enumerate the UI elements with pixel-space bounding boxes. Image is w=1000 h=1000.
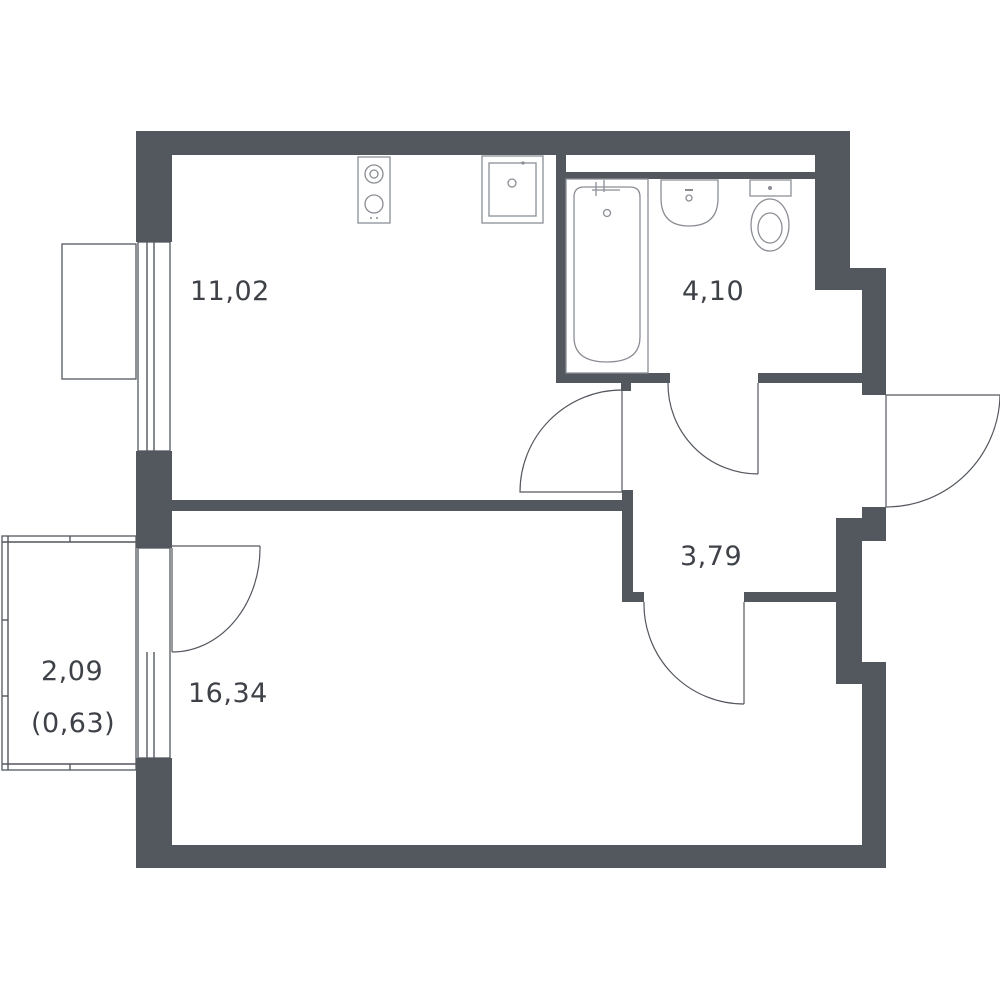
wall-bath-door-jamb bbox=[621, 373, 631, 391]
wall-bath-top-cap bbox=[826, 155, 850, 179]
wall-left-upper bbox=[136, 131, 172, 242]
wall-hall-bottom bbox=[744, 592, 838, 602]
entrance-door bbox=[885, 394, 1000, 508]
wall-bath-top-inner bbox=[556, 172, 826, 179]
wall-right-entry-jamb bbox=[862, 507, 886, 541]
cooktop-icon bbox=[357, 156, 391, 224]
washbasin-icon bbox=[660, 179, 719, 227]
bathroom-door bbox=[667, 382, 759, 475]
exterior-walls bbox=[136, 131, 886, 868]
doors bbox=[171, 382, 1000, 705]
kitchen-sink-icon bbox=[481, 155, 544, 224]
balcony-outline bbox=[1, 535, 137, 771]
room-labels: 11,02 4,10 3,79 16,34 2,09 (0,63) bbox=[31, 276, 744, 739]
wall-right-bath-lower bbox=[862, 268, 886, 395]
wall-kitchen-living bbox=[172, 500, 622, 511]
wall-left-middle bbox=[136, 451, 172, 548]
toilet-icon bbox=[749, 179, 792, 252]
wall-bottom bbox=[136, 845, 886, 868]
bathtub-icon bbox=[565, 178, 649, 374]
wall-right-hall bbox=[836, 518, 862, 684]
kitchen-area-label: 11,02 bbox=[190, 276, 270, 307]
balcony-door bbox=[171, 545, 261, 653]
wall-right-bath-upper bbox=[815, 131, 850, 288]
wall-top bbox=[136, 131, 850, 155]
balcony-reduced-area-label: (0,63) bbox=[31, 708, 115, 739]
bathroom-area-label: 4,10 bbox=[682, 276, 744, 307]
wall-hall-left-foot bbox=[622, 592, 644, 602]
kitchen-door bbox=[519, 389, 623, 493]
wall-hall-left bbox=[622, 490, 633, 602]
living-door bbox=[643, 601, 745, 705]
wall-bath-bottom-right bbox=[758, 373, 864, 383]
fixtures bbox=[357, 155, 792, 374]
living-room-area-label: 16,34 bbox=[188, 678, 268, 709]
interior-walls bbox=[172, 155, 864, 602]
wall-bath-left bbox=[556, 155, 566, 383]
windows bbox=[61, 241, 171, 759]
wall-right-lower bbox=[862, 662, 886, 868]
hallway-area-label: 3,79 bbox=[680, 541, 742, 572]
balcony bbox=[1, 535, 137, 771]
wall-bath-bottom-left bbox=[556, 373, 670, 383]
balcony-area-label: 2,09 bbox=[41, 656, 103, 687]
kitchen-window-sill bbox=[61, 243, 137, 380]
